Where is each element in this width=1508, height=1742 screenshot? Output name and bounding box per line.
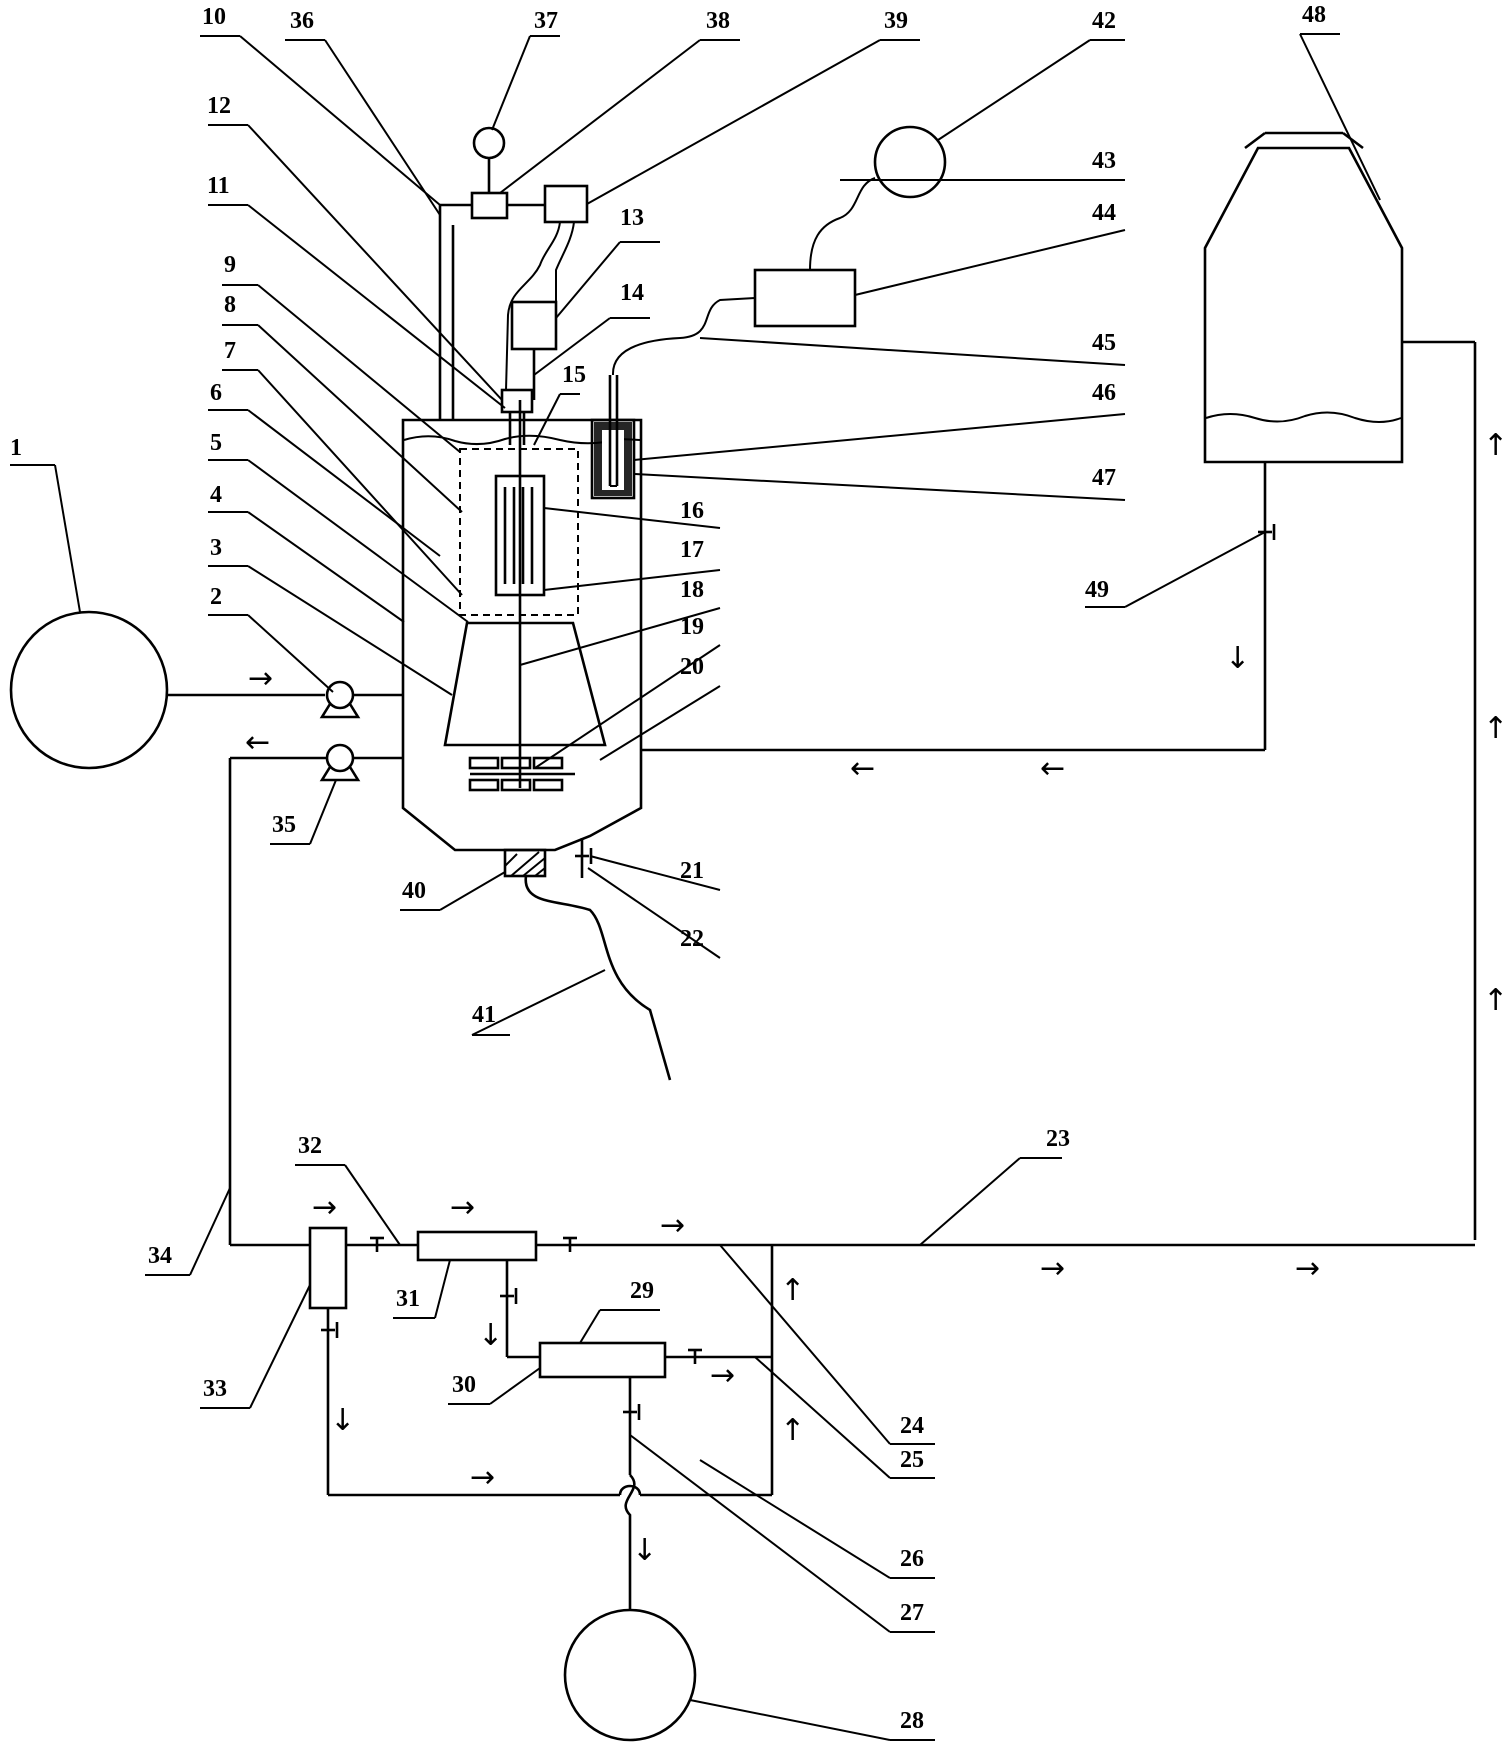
label-36: 36	[290, 8, 314, 34]
flow-arrow-right: →	[1040, 1251, 1065, 1286]
label-1: 1	[10, 435, 22, 461]
label-9: 9	[224, 252, 236, 278]
label-31: 31	[396, 1286, 420, 1312]
feed-tank-1	[9, 610, 169, 770]
label-44: 44	[1092, 200, 1116, 226]
label-34: 34	[148, 1243, 172, 1269]
label-19: 19	[680, 614, 704, 640]
vent-pipe	[438, 203, 472, 420]
label-43: 43	[1092, 148, 1116, 174]
label-33: 33	[203, 1376, 227, 1402]
label-23: 23	[1046, 1126, 1070, 1152]
membrane-29	[538, 1341, 667, 1379]
label-7: 7	[224, 338, 236, 364]
label-47: 47	[1092, 465, 1116, 491]
label-2: 2	[210, 584, 222, 610]
flow-arrow-up: ↑	[1483, 428, 1508, 463]
flow-arrow-up: ↑	[1483, 983, 1508, 1018]
collection-tank-28	[563, 1608, 697, 1742]
label-39: 39	[884, 8, 908, 34]
label-21: 21	[680, 858, 704, 884]
label-38: 38	[706, 8, 730, 34]
label-26: 26	[900, 1546, 924, 1572]
storage-tank-48	[1203, 131, 1404, 464]
label-28: 28	[900, 1708, 924, 1734]
label-17: 17	[680, 537, 704, 563]
label-22: 22	[680, 926, 704, 952]
flow-arrow-down: ↓	[478, 1318, 503, 1353]
label-5: 5	[210, 430, 222, 456]
label-46: 46	[1092, 380, 1116, 406]
label-29: 29	[630, 1278, 654, 1304]
label-15: 15	[562, 362, 586, 388]
controller-39	[543, 184, 589, 224]
label-16: 16	[680, 498, 704, 524]
label-48: 48	[1302, 2, 1326, 28]
label-18: 18	[680, 577, 704, 603]
discharge-hose-41	[524, 875, 672, 1081]
label-27: 27	[900, 1600, 924, 1626]
label-41: 41	[472, 1002, 496, 1028]
return-pump-35	[319, 743, 361, 782]
gauge-37	[472, 126, 506, 160]
membrane-31	[416, 1230, 538, 1262]
flow-arrow-down: ↓	[1225, 641, 1250, 676]
flow-arrow-right: →	[248, 661, 273, 696]
flow-arrow-left: ←	[245, 725, 270, 760]
flow-arrow-left: ←	[1040, 751, 1065, 786]
flow-arrow-right: →	[312, 1190, 337, 1225]
label-14: 14	[620, 280, 644, 306]
label-35: 35	[272, 812, 296, 838]
label-13: 13	[620, 205, 644, 231]
label-12: 12	[207, 93, 231, 119]
label-8: 8	[224, 292, 236, 318]
label-32: 32	[298, 1133, 322, 1159]
label-25: 25	[900, 1447, 924, 1473]
label-3: 3	[210, 535, 222, 561]
label-11: 11	[207, 173, 230, 199]
flow-arrow-up: ↑	[780, 1413, 805, 1448]
label-45: 45	[1092, 330, 1116, 356]
flow-arrow-up: ↑	[1483, 711, 1508, 746]
label-10: 10	[202, 4, 226, 30]
label-42: 42	[1092, 8, 1116, 34]
label-24: 24	[900, 1413, 924, 1439]
label-40: 40	[402, 878, 426, 904]
flow-arrow-right: →	[710, 1358, 735, 1393]
label-20: 20	[680, 654, 704, 680]
label-6: 6	[210, 380, 222, 406]
instrument-44	[753, 268, 857, 328]
motor-13	[510, 300, 558, 351]
flow-arrow-up: ↑	[780, 1273, 805, 1308]
label-4: 4	[210, 482, 222, 508]
draft-cone	[443, 621, 607, 747]
label-49: 49	[1085, 577, 1109, 603]
valve-38	[470, 191, 509, 220]
bottom-filter-40	[503, 848, 547, 878]
meter-42	[873, 125, 947, 199]
flow-arrow-down: ↓	[330, 1403, 355, 1438]
flow-arrow-left: ←	[850, 751, 875, 786]
seal-box	[500, 388, 534, 414]
impeller	[468, 756, 575, 792]
flow-arrow-down: ↓	[632, 1533, 657, 1568]
flow-arrow-right: →	[660, 1208, 685, 1243]
probe-sensor	[590, 375, 636, 500]
separator-33	[308, 1226, 348, 1310]
flow-arrow-right: →	[450, 1190, 475, 1225]
label-37: 37	[534, 8, 558, 34]
flow-arrow-right: →	[1295, 1251, 1320, 1286]
flow-arrow-right: →	[470, 1460, 495, 1495]
label-30: 30	[452, 1372, 476, 1398]
